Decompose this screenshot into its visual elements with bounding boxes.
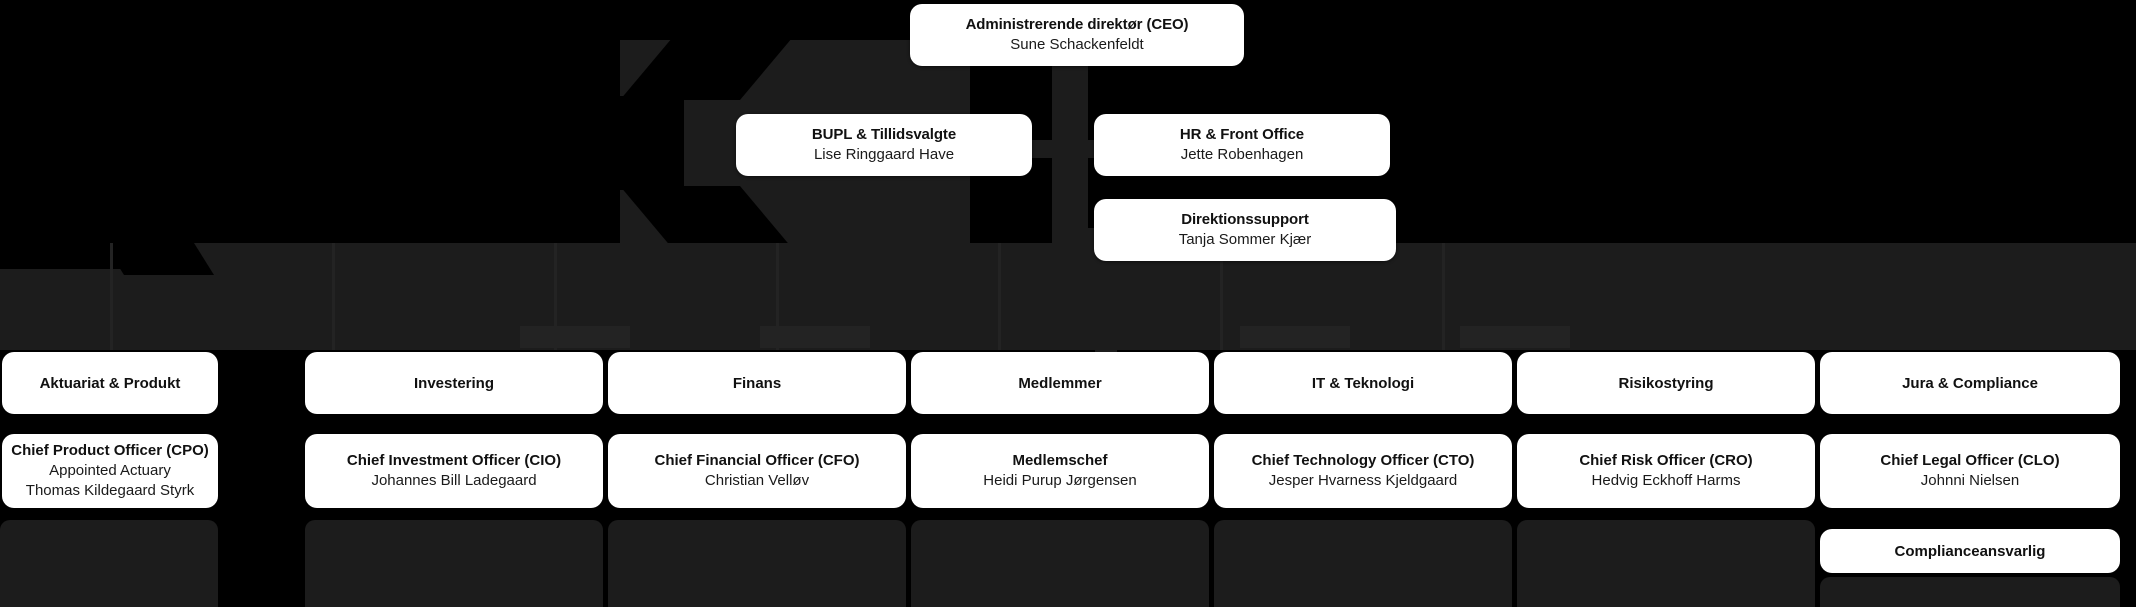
node-bupl-tillidsvalgte[interactable]: BUPL & Tillidsvalgte Lise Ringgaard Have [736,114,1032,176]
officer-title-2: Chief Investment Officer (CIO) [346,452,562,470]
connector-trunk-band-bevel [104,243,214,275]
band-shade-b [760,326,870,348]
connector-droppin-1 [110,243,113,350]
dept-header-label-2: Investering [413,374,495,392]
officer-name-3: Christian Velløv [704,471,810,489]
officer-name-7: Johnni Nielsen [1920,471,2020,489]
officer-name-2: Johannes Bill Ladegaard [371,471,537,489]
dept-header-it-teknologi[interactable]: IT & Teknologi [1214,352,1512,414]
node-hr-front-office[interactable]: HR & Front Office Jette Robenhagen [1094,114,1390,176]
officer-title-1: Chief Product Officer (CPO) [11,442,209,460]
officer-name-4: Heidi Purup Jørgensen [983,471,1137,489]
node-direktionssupport-name: Tanja Sommer Kjær [1178,230,1312,248]
officer-name-6: Hedvig Eckhoff Harms [1591,471,1741,489]
dept-header-risikostyring[interactable]: Risikostyring [1517,352,1815,414]
column-panel-5 [1214,520,1512,607]
officer-card-medlemschef[interactable]: Medlemschef Heidi Purup Jørgensen [911,434,1209,508]
node-complianceansvarlig[interactable]: Complianceansvarlig [1820,529,2120,573]
connector-trunk-band [0,243,2136,350]
node-hr-title: HR & Front Office [1179,126,1305,144]
officer-title-6: Chief Risk Officer (CRO) [1579,452,1753,470]
officer-title-7: Chief Legal Officer (CLO) [1880,452,2060,470]
dept-header-label-7: Jura & Compliance [1902,374,2038,392]
officer-card-clo[interactable]: Chief Legal Officer (CLO) Johnni Nielsen [1820,434,2120,508]
dept-header-label-5: IT & Teknologi [1311,374,1415,392]
dept-header-jura-compliance[interactable]: Jura & Compliance [1820,352,2120,414]
connector-droppin-3 [554,243,557,350]
connector-droppin-7 [1442,243,1445,350]
column-panel-4 [911,520,1209,607]
column-panel-1 [0,520,218,607]
connector-droppin-2 [332,243,335,350]
node-ceo-name: Sune Schackenfeldt [1010,35,1144,53]
column-panel-3 [608,520,906,607]
dept-header-finans[interactable]: Finans [608,352,906,414]
officer-title-3: Chief Financial Officer (CFO) [654,452,860,470]
band-shade-c [1240,326,1350,348]
officer-card-cro[interactable]: Chief Risk Officer (CRO) Hedvig Eckhoff … [1517,434,1815,508]
officer-card-cio[interactable]: Chief Investment Officer (CIO) Johannes … [305,434,603,508]
dept-header-label-6: Risikostyring [1618,374,1714,392]
dept-header-label-1: Aktuariat & Produkt [39,374,181,392]
officer-name-1: Thomas Kildegaard Styrk [25,481,195,499]
officer-card-cfo[interactable]: Chief Financial Officer (CFO) Christian … [608,434,906,508]
dept-header-investering[interactable]: Investering [305,352,603,414]
node-ceo[interactable]: Administrerende direktør (CEO) Sune Scha… [910,4,1244,66]
officer-card-cto[interactable]: Chief Technology Officer (CTO) Jesper Hv… [1214,434,1512,508]
node-direktionssupport-title: Direktionssupport [1181,211,1309,229]
dept-header-medlemmer[interactable]: Medlemmer [911,352,1209,414]
column-panel-6 [1517,520,1815,607]
connector-droppin-5 [998,243,1001,350]
officer-title-4: Medlemschef [1012,452,1108,470]
connector-wing-left-notch [620,96,684,190]
dept-header-aktuariat-produkt[interactable]: Aktuariat & Produkt [2,352,218,414]
officer-role-1: Appointed Actuary [49,461,171,479]
node-direktionssupport[interactable]: Direktionssupport Tanja Sommer Kjær [1094,199,1396,261]
officer-title-5: Chief Technology Officer (CTO) [1251,452,1475,470]
node-complianceansvarlig-label: Complianceansvarlig [1894,542,2046,560]
dept-header-label-3: Finans [732,374,782,392]
band-shade-a [520,326,630,348]
node-bupl-title: BUPL & Tillidsvalgte [811,126,957,144]
column-panel-7 [1820,577,2120,607]
node-ceo-title: Administrerende direktør (CEO) [965,16,1189,34]
officer-name-5: Jesper Hvarness Kjeldgaard [1268,471,1458,489]
connector-droppin-4 [776,243,779,350]
node-hr-name: Jette Robenhagen [1180,145,1304,163]
column-panel-2 [305,520,603,607]
connector-droppin-6 [1220,243,1223,350]
dept-header-label-4: Medlemmer [1018,374,1102,392]
background-plate-right [1470,118,2136,248]
node-bupl-name: Lise Ringgaard Have [813,145,955,163]
officer-card-cpo[interactable]: Chief Product Officer (CPO) Appointed Ac… [2,434,218,508]
band-shade-d [1460,326,1570,348]
